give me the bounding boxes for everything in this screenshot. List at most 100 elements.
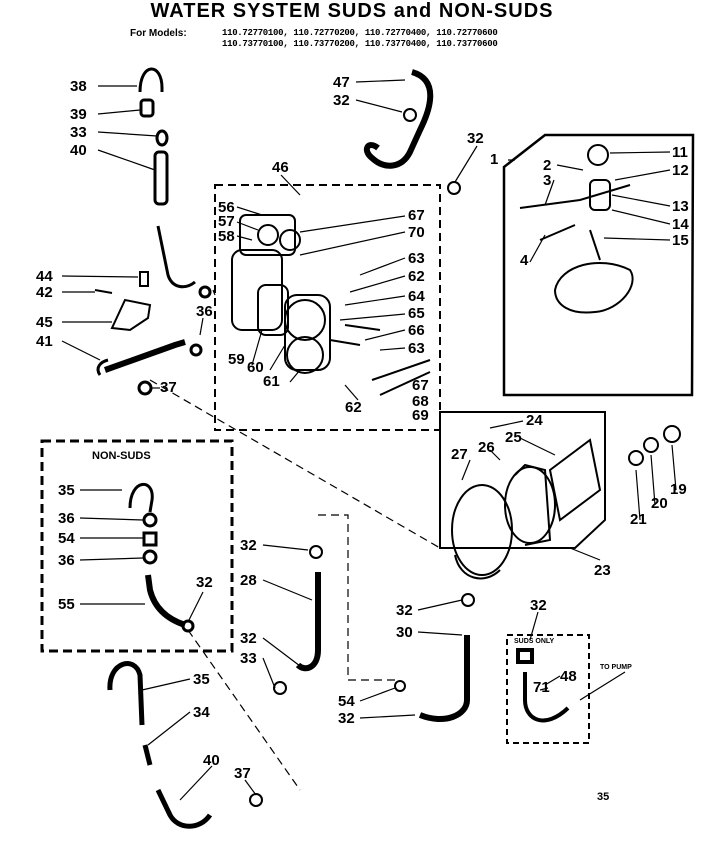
label-part-32: 32	[396, 602, 413, 619]
label-part-4: 4	[520, 252, 529, 269]
label-part-12: 12	[672, 162, 689, 179]
label-part-38: 38	[70, 78, 87, 95]
label-part-56: 56	[218, 199, 235, 216]
label-part-15: 15	[672, 232, 689, 249]
label-part-35: 35	[193, 671, 210, 688]
pump-group-box-23	[439, 411, 606, 549]
label-part-46: 46	[272, 159, 289, 176]
label-part-54: 54	[58, 530, 75, 547]
models-line-1: 110.72770100, 110.72770200, 110.72770400…	[222, 28, 498, 38]
label-part-32: 32	[333, 92, 350, 109]
label-part-23: 23	[594, 562, 611, 579]
label-part-47: 47	[333, 74, 350, 91]
clamp-32-upper	[403, 108, 417, 122]
diagram-title: WATER SYSTEM SUDS and NON-SUDS	[150, 0, 554, 22]
label-part-67: 67	[408, 207, 425, 224]
valve-group-box-46	[214, 184, 441, 431]
models-label: For Models:	[130, 28, 187, 39]
suds-only-box	[506, 634, 590, 744]
label-part-11: 11	[672, 144, 688, 161]
label-part-20: 20	[651, 495, 668, 512]
timer-group-box-1	[502, 133, 695, 397]
label-part-62: 62	[345, 399, 362, 416]
mounting-bracket-45	[94, 271, 152, 332]
label-part-39: 39	[70, 106, 87, 123]
label-part-37: 37	[234, 765, 251, 782]
label-part-67: 67	[412, 377, 429, 394]
upper-hose-47	[363, 69, 434, 169]
label-part-14: 14	[672, 216, 689, 233]
label-part-19: 19	[670, 481, 687, 498]
center-hose-28	[295, 572, 321, 672]
suds-hose-48	[516, 648, 570, 723]
label-part-63: 63	[408, 250, 425, 267]
label-part-35: 35	[58, 482, 75, 499]
label-part-3: 3	[543, 172, 552, 189]
label-part-26: 26	[478, 439, 495, 456]
mixing-valve-46	[231, 214, 431, 396]
timer-assembly-1	[519, 144, 634, 314]
connection-lines	[149, 289, 441, 791]
label-part-62: 62	[408, 268, 425, 285]
lower-left-hose	[107, 661, 263, 829]
label-part-13: 13	[672, 198, 689, 215]
label-part-69: 69	[412, 407, 429, 424]
label-part-32: 32	[196, 574, 213, 591]
clamp-32-center	[309, 545, 323, 559]
label-part-58: 58	[218, 228, 235, 245]
label-part-42: 42	[36, 284, 53, 301]
label-part-27: 27	[451, 446, 468, 463]
clamp-32-right	[447, 181, 461, 195]
label-part-41: 41	[36, 333, 53, 350]
label-part-44: 44	[36, 268, 53, 285]
drain-hose-30	[418, 635, 470, 722]
non-suds-box	[40, 439, 234, 653]
suds-only-note: SUDS ONLY	[514, 638, 555, 645]
label-part-60: 60	[247, 359, 264, 376]
label-part-71: 71	[533, 679, 550, 696]
label-part-63: 63	[408, 340, 425, 357]
pump-assembly-23	[451, 438, 602, 580]
label-part-28: 28	[240, 572, 257, 589]
label-part-2: 2	[543, 157, 552, 174]
label-part-64: 64	[408, 288, 425, 305]
label-part-33: 33	[70, 124, 87, 141]
label-part-45: 45	[36, 314, 53, 331]
label-part-37: 37	[160, 379, 177, 396]
left-hose-assembly	[96, 67, 212, 396]
label-part-65: 65	[408, 305, 425, 322]
label-part-32: 32	[467, 130, 484, 147]
pump-fittings	[628, 425, 681, 466]
label-part-32: 32	[338, 710, 355, 727]
label-part-61: 61	[263, 373, 280, 390]
label-part-30: 30	[396, 624, 413, 641]
page-number: 35	[597, 791, 610, 803]
label-part-32: 32	[530, 597, 547, 614]
label-part-36: 36	[58, 552, 75, 569]
label-part-1: 1	[490, 151, 499, 168]
models-line-2: 110.73770100, 110.73770200, 110.73770400…	[222, 39, 498, 49]
label-part-25: 25	[505, 429, 522, 446]
label-part-34: 34	[193, 704, 210, 721]
to-pump-note: TO PUMP	[600, 664, 632, 671]
fitting-33-lower	[273, 681, 287, 695]
label-part-70: 70	[408, 224, 425, 241]
label-part-36: 36	[58, 510, 75, 527]
label-part-33: 33	[240, 650, 257, 667]
label-part-32: 32	[240, 630, 257, 647]
label-part-55: 55	[58, 596, 75, 613]
label-part-68: 68	[412, 393, 429, 410]
label-part-48: 48	[560, 668, 577, 685]
label-part-40: 40	[70, 142, 87, 159]
label-part-24: 24	[526, 412, 543, 429]
non-suds-box-title: NON-SUDS	[92, 450, 151, 462]
label-part-54: 54	[338, 693, 355, 710]
fitting-54-lower	[394, 680, 406, 692]
clamp-32-drain	[461, 593, 475, 607]
label-part-32: 32	[240, 537, 257, 554]
label-part-36: 36	[196, 303, 213, 320]
label-part-40: 40	[203, 752, 220, 769]
label-part-59: 59	[228, 351, 245, 368]
leader-lines	[61, 79, 677, 801]
